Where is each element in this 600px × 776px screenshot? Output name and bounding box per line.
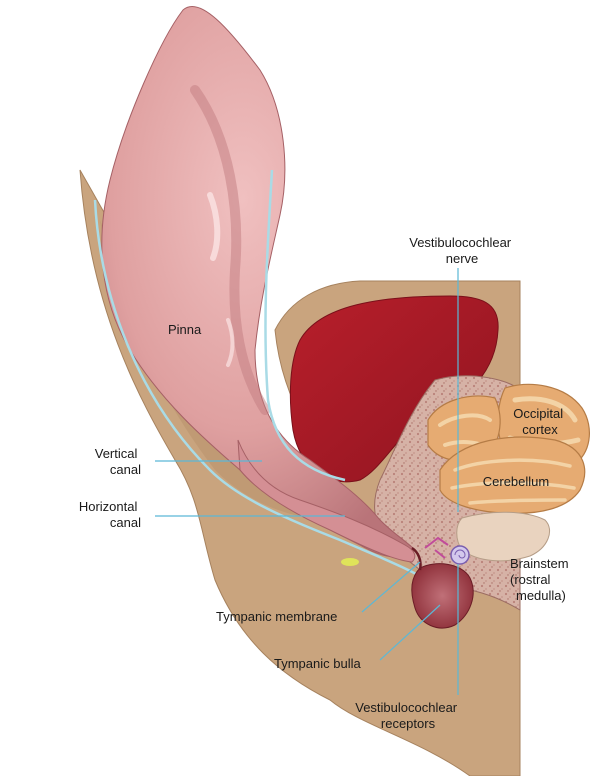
pinna-highlight-2 — [226, 318, 235, 367]
label-brainstem: Brainstem (rostral medulla) — [510, 556, 572, 603]
label-cerebellum: Cerebellum — [483, 474, 549, 489]
label-vestibulocochlear-receptors: Vestibulocochlear receptors — [355, 700, 461, 731]
auricular-cartilage — [93, 199, 419, 577]
label-vestibulocochlear-nerve: Vestibulocochlear nerve — [409, 235, 515, 266]
parotid-node — [341, 558, 359, 566]
leader-tympanic-bulla — [379, 604, 441, 661]
label-pinna: Pinna — [168, 322, 202, 337]
label-horizontal-canal: Horizontal canal — [79, 499, 141, 530]
tympanic-membrane — [411, 546, 422, 571]
canal-cartilage — [264, 169, 346, 482]
label-tympanic-membrane: Tympanic membrane — [216, 609, 337, 624]
leader-tympanic-membrane — [361, 561, 421, 613]
label-tympanic-bulla: Tympanic bulla — [274, 656, 361, 671]
cerebellum-folia — [450, 458, 576, 505]
cerebellum — [439, 436, 586, 514]
pinna-highlight — [207, 192, 221, 261]
label-vertical-canal: Vertical canal — [95, 446, 141, 477]
label-occipital-cortex: Occipital cortex — [513, 406, 566, 437]
cochlea-spiral — [454, 549, 466, 559]
pinna — [101, 6, 416, 558]
cochlea — [450, 545, 470, 565]
ossicles — [424, 536, 449, 559]
pinna-shading — [190, 85, 270, 415]
brainstem — [456, 511, 550, 562]
